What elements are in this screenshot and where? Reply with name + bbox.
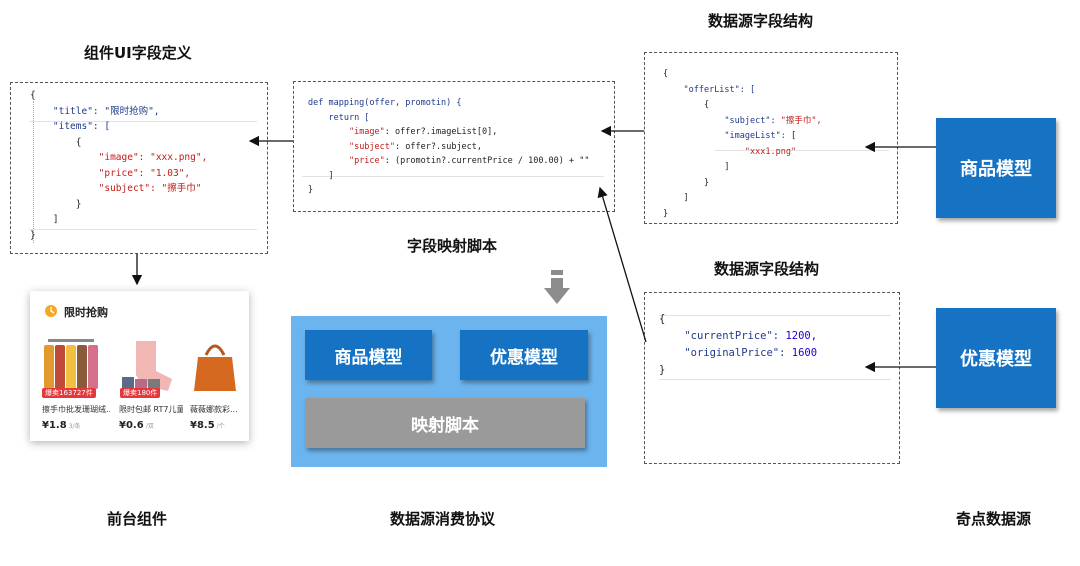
product-image-bag[interactable]	[190, 335, 240, 395]
component-json-code: { "title": "限时抢购", "items": [ { "image":…	[30, 90, 208, 241]
datasource-structure-title-bottom: 数据源字段结构	[714, 260, 820, 278]
promo-json-panel: { "currentPrice": 1200, "originalPrice":…	[644, 292, 900, 464]
down-arrow-icon	[544, 270, 570, 304]
product-title-1: 擦手巾批发珊瑚绒...	[42, 405, 110, 414]
offer-json-code: { "offerList": [ { "subject": "擦手巾", "im…	[663, 69, 822, 219]
mapping-script-box[interactable]: 映射脚本	[305, 398, 585, 448]
sales-badge-2: 爆卖180件	[120, 388, 161, 398]
component-json-panel: { "title": "限时抢购", "items": [ { "image":…	[10, 82, 268, 254]
product-price-3: ¥8.5/个	[190, 420, 225, 431]
promotion-model-center-box[interactable]: 优惠模型	[460, 330, 588, 380]
mapping-code: def mapping(offer, promotin) { return [ …	[308, 98, 590, 195]
product-title-2: 限时包邮 RT7儿童...	[119, 405, 183, 414]
promo-to-mapping-arrow	[597, 186, 647, 343]
product-model-box[interactable]: 商品模型	[936, 118, 1056, 218]
promo-json-code: { "currentPrice": 1200, "originalPrice":…	[659, 313, 818, 376]
component-fields-title: 组件UI字段定义	[84, 44, 192, 62]
product-image-socks[interactable]	[116, 335, 178, 395]
mapping-code-panel: def mapping(offer, promotin) { return [ …	[293, 81, 615, 212]
flash-sale-card[interactable]: 限时抢购 爆卖163727件 爆卖180件 擦手巾批发珊瑚绒... 限时包邮 R…	[30, 291, 249, 441]
protocol-panel: 商品模型 优惠模型 映射脚本	[291, 316, 607, 467]
promotion-model-box[interactable]: 优惠模型	[936, 308, 1056, 408]
protocol-title: 数据源消费协议	[390, 510, 496, 528]
clock-icon	[45, 305, 57, 317]
sales-badge-1: 爆卖163727件	[42, 388, 96, 398]
datasource-structure-title-top: 数据源字段结构	[708, 12, 814, 30]
frontend-component-title: 前台组件	[107, 510, 168, 528]
product-title-3: 薇薇娜款彩...	[190, 405, 238, 414]
offer-json-panel: { "offerList": [ { "subject": "擦手巾", "im…	[644, 52, 898, 224]
source-title: 奇点数据源	[956, 510, 1032, 528]
product-image-towels[interactable]	[40, 335, 102, 395]
product-model-center-box[interactable]: 商品模型	[305, 330, 432, 380]
card-header: 限时抢购	[64, 306, 108, 319]
product-price-2: ¥0.6/双	[119, 420, 154, 431]
mapping-script-title: 字段映射脚本	[407, 237, 498, 255]
